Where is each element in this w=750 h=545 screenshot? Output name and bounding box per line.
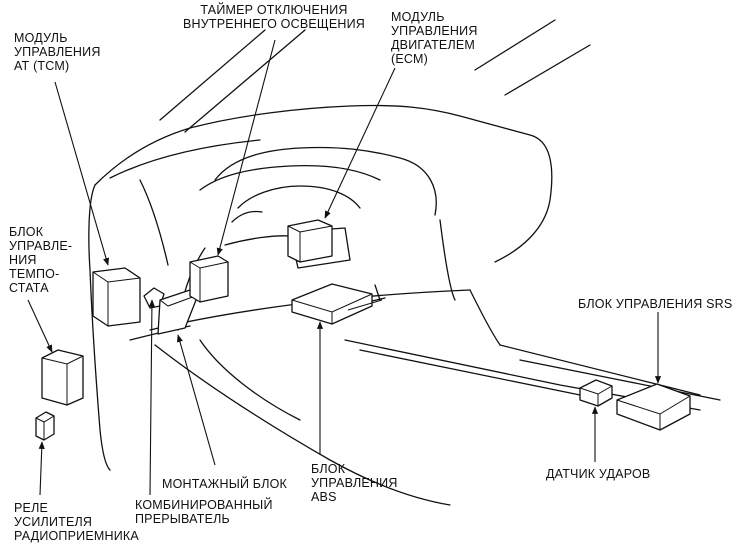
windshield-lines	[159, 19, 591, 133]
ecm-label: МОДУЛЬ УПРАВЛЕНИЯ ДВИГАТЕЛЕМ (ЕСМ)	[391, 10, 478, 66]
cruise-control-unit	[41, 349, 84, 406]
ecm-unit	[287, 219, 333, 263]
tcm-module	[92, 267, 141, 327]
leader-arrows	[27, 39, 662, 496]
light-timer-arrow	[216, 39, 276, 256]
abs-unit	[291, 283, 383, 325]
fuse-box-label: МОНТАЖНЫЙ БЛОК	[162, 477, 288, 491]
radio-relay-label: РЕЛЕ УСИЛИТЕЛЯ РАДИОПРИЕМНИКА	[14, 501, 139, 543]
tcm-label: МОДУЛЬ УПРАВЛЕНИЯ АТ (ТСМ)	[14, 31, 101, 73]
light-timer-unit	[189, 255, 229, 303]
impact-sensor-unit	[579, 379, 613, 407]
combo-switch-label: КОМБИНИРОВАННЫЙ ПРЕРЫВАТЕЛЬ	[135, 498, 273, 526]
impact-sensor-label: ДАТЧИК УДАРОВ	[546, 467, 651, 481]
light-timer-label: ТАЙМЕР ОТКЛЮЧЕНИЯ ВНУТРЕННЕГО ОСВЕЩЕНИЯ	[183, 3, 365, 31]
cruise-control-label: БЛОК УПРАВЛЕ- НИЯ ТЕМПО- СТАТА	[9, 225, 73, 295]
srs-unit	[616, 383, 691, 431]
tcm-arrow	[54, 81, 110, 266]
fuse-box-unit	[157, 289, 199, 335]
srs-label: БЛОК УПРАВЛЕНИЯ SRS	[578, 297, 733, 311]
combo-switch-arrow	[148, 299, 156, 496]
abs-label: БЛОК УПРАВЛЕНИЯ ABS	[311, 462, 398, 504]
ecm-arrow	[324, 67, 396, 219]
radio-relay-arrow	[38, 441, 45, 496]
cruise-arrow	[27, 299, 53, 353]
fuse-box-arrow	[176, 334, 216, 466]
radio-relay-unit	[35, 411, 55, 441]
